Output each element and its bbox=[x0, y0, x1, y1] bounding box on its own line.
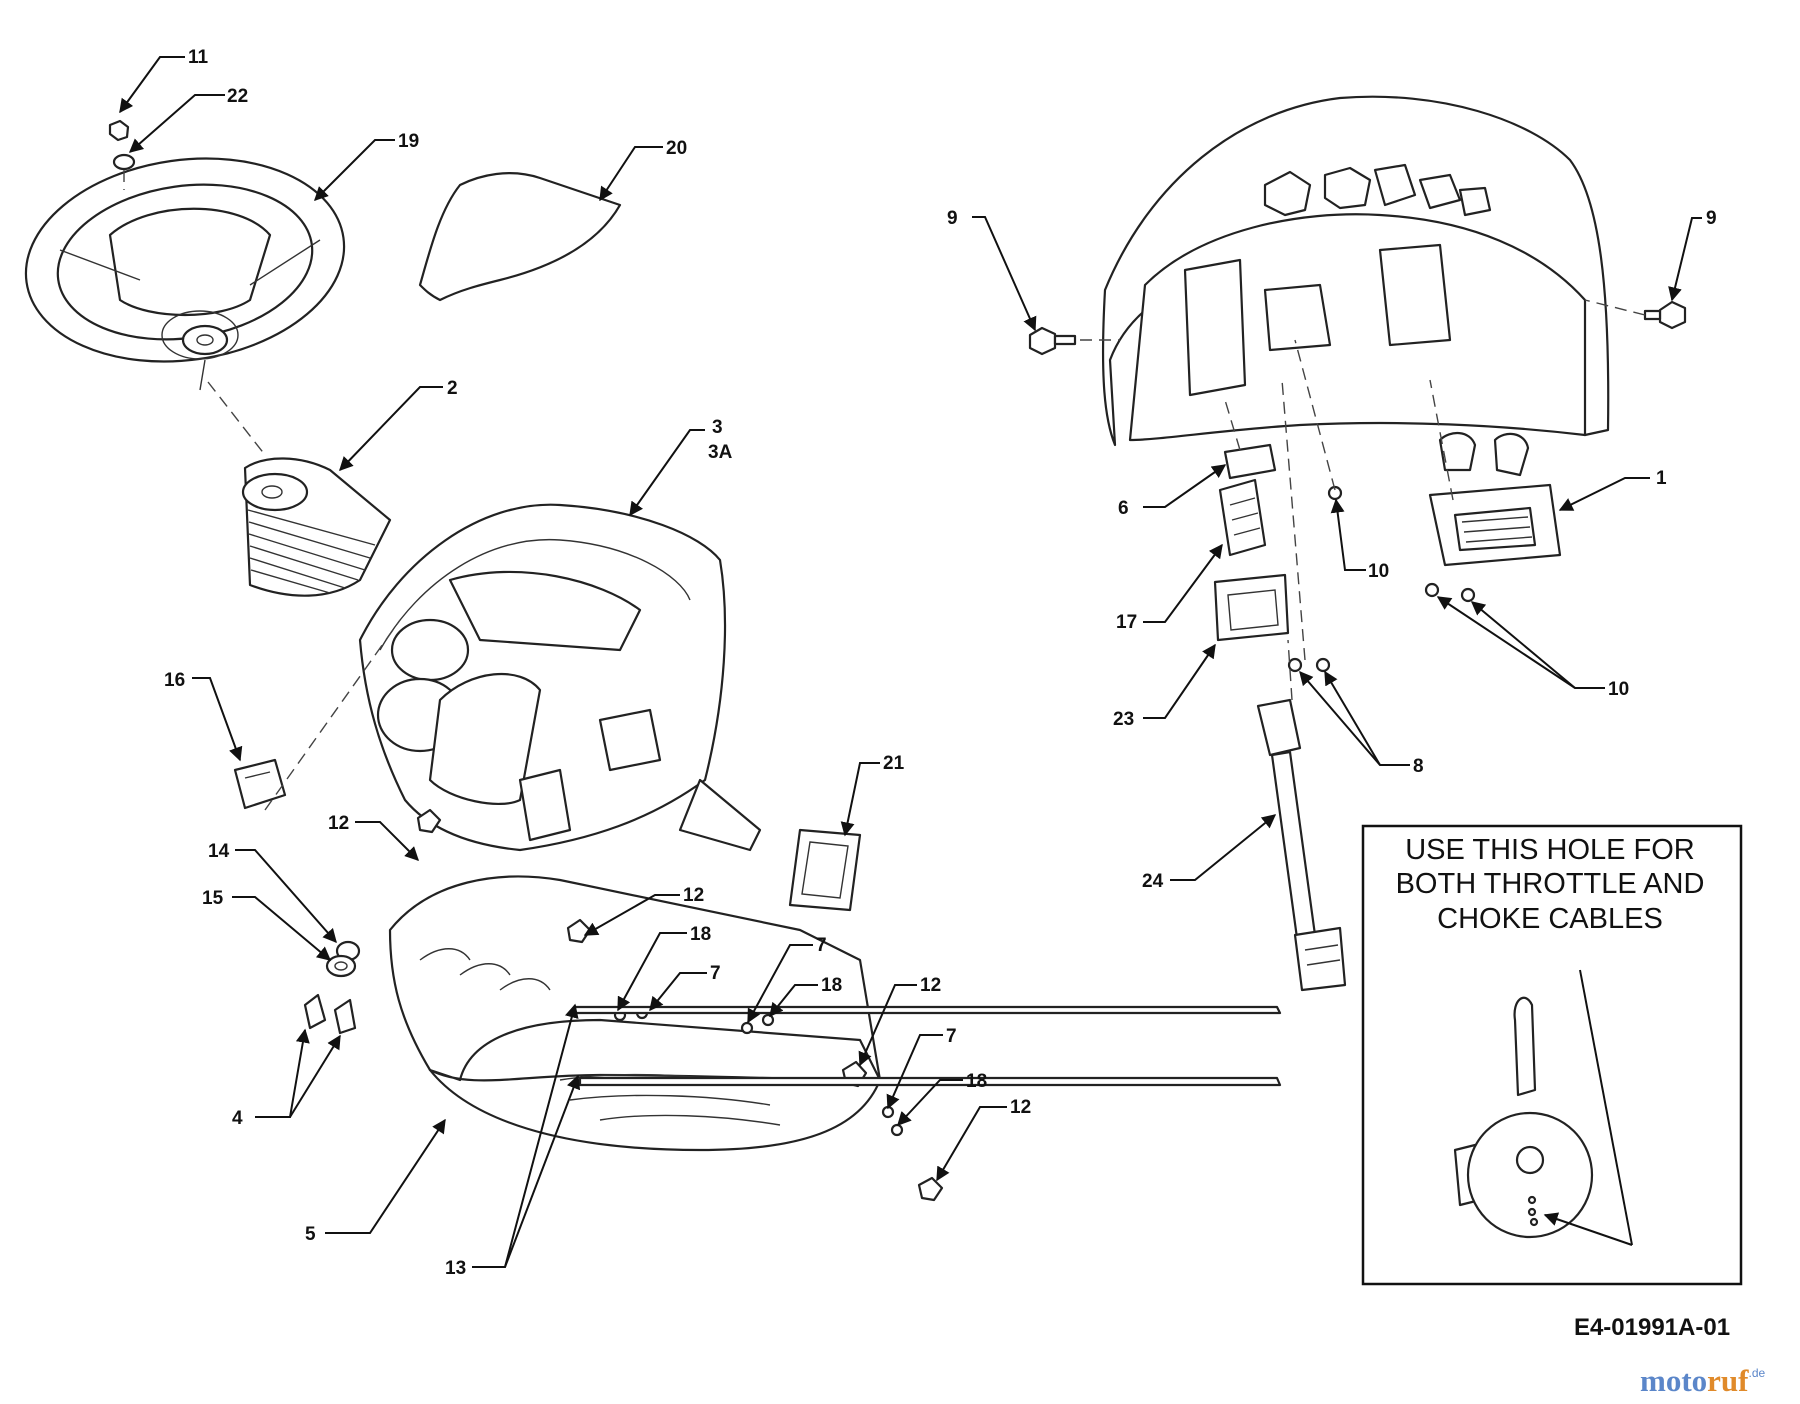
callout-3a: 3A bbox=[708, 442, 733, 463]
callout-19: 19 bbox=[398, 131, 419, 152]
bolt-9-left bbox=[1028, 326, 1077, 356]
callout-1: 1 bbox=[1656, 468, 1667, 489]
callout-3: 3 bbox=[712, 417, 723, 438]
steering-wheel bbox=[24, 157, 346, 391]
callout-9-right: 9 bbox=[1706, 208, 1717, 229]
callout-21: 21 bbox=[883, 753, 905, 774]
callout-9-left: 9 bbox=[947, 208, 958, 229]
nut-11 bbox=[108, 119, 130, 142]
screws-10-8 bbox=[1287, 485, 1476, 673]
callout-12-a: 12 bbox=[328, 813, 349, 834]
callout-4: 4 bbox=[232, 1108, 243, 1129]
callout-6: 6 bbox=[1118, 498, 1129, 519]
callout-18-b: 18 bbox=[821, 975, 842, 996]
drawing-number: E4-01991A-01 bbox=[1574, 1314, 1730, 1341]
hardware-parts bbox=[303, 808, 944, 1202]
callout-8: 8 bbox=[1413, 756, 1424, 777]
callout-10-a: 10 bbox=[1368, 561, 1389, 582]
callout-7-a: 7 bbox=[710, 963, 721, 984]
watermark-part-1: moto bbox=[1640, 1363, 1707, 1398]
svg-text:motoruf.de: motoruf.de bbox=[1640, 1363, 1765, 1398]
callout-24: 24 bbox=[1142, 871, 1164, 892]
callout-labels: 11 22 19 20 2 3 3A 16 21 12 14 15 12 18 … bbox=[164, 47, 1717, 1279]
callout-12-c: 12 bbox=[920, 975, 941, 996]
note-line-3: CHOKE CABLES bbox=[1437, 903, 1663, 935]
callout-13: 13 bbox=[445, 1258, 466, 1279]
bolt-9-right bbox=[1643, 300, 1687, 330]
dash-housing bbox=[1101, 95, 1610, 447]
callout-12-d: 12 bbox=[1010, 1097, 1031, 1118]
insert-20 bbox=[418, 172, 622, 302]
leader-lines bbox=[119, 56, 1702, 1268]
callout-10-b: 10 bbox=[1608, 679, 1629, 700]
callout-20: 20 bbox=[666, 138, 687, 159]
note-line-1: USE THIS HOLE FOR bbox=[1405, 834, 1695, 866]
switch-17 bbox=[1218, 478, 1267, 557]
watermark-part-2: ruf bbox=[1707, 1363, 1749, 1398]
bracket-6 bbox=[1223, 443, 1277, 480]
callout-22: 22 bbox=[227, 86, 248, 107]
callout-15: 15 bbox=[202, 888, 224, 909]
assembly-lines bbox=[123, 170, 1646, 811]
callout-2: 2 bbox=[447, 378, 458, 399]
throttle-lever-detail bbox=[1453, 996, 1594, 1239]
callout-18-a: 18 bbox=[690, 924, 711, 945]
key-switch bbox=[233, 758, 287, 810]
lens-21 bbox=[788, 828, 862, 912]
callout-5: 5 bbox=[305, 1224, 316, 1245]
callout-11: 11 bbox=[188, 47, 209, 68]
note-box: USE THIS HOLE FOR BOTH THROTTLE AND CHOK… bbox=[1361, 824, 1743, 1286]
watermark-suffix: .de bbox=[1748, 1366, 1765, 1380]
washer-22 bbox=[112, 153, 136, 171]
throttle-control bbox=[1428, 432, 1562, 567]
callout-12-b: 12 bbox=[683, 885, 704, 906]
callout-16: 16 bbox=[164, 670, 185, 691]
watermark-logo: motoruf.de bbox=[1640, 1363, 1765, 1398]
dash-panel bbox=[358, 503, 762, 852]
callout-14: 14 bbox=[208, 841, 230, 862]
callout-23: 23 bbox=[1113, 709, 1134, 730]
steering-boot bbox=[241, 457, 392, 597]
wire-harness bbox=[1256, 698, 1347, 992]
note-line-2: BOTH THROTTLE AND bbox=[1396, 868, 1705, 900]
plate-23 bbox=[1213, 573, 1290, 642]
callout-7-c: 7 bbox=[946, 1026, 957, 1047]
callout-18-c: 18 bbox=[966, 1071, 987, 1092]
callout-7-b: 7 bbox=[816, 935, 827, 956]
callout-17: 17 bbox=[1116, 612, 1137, 633]
